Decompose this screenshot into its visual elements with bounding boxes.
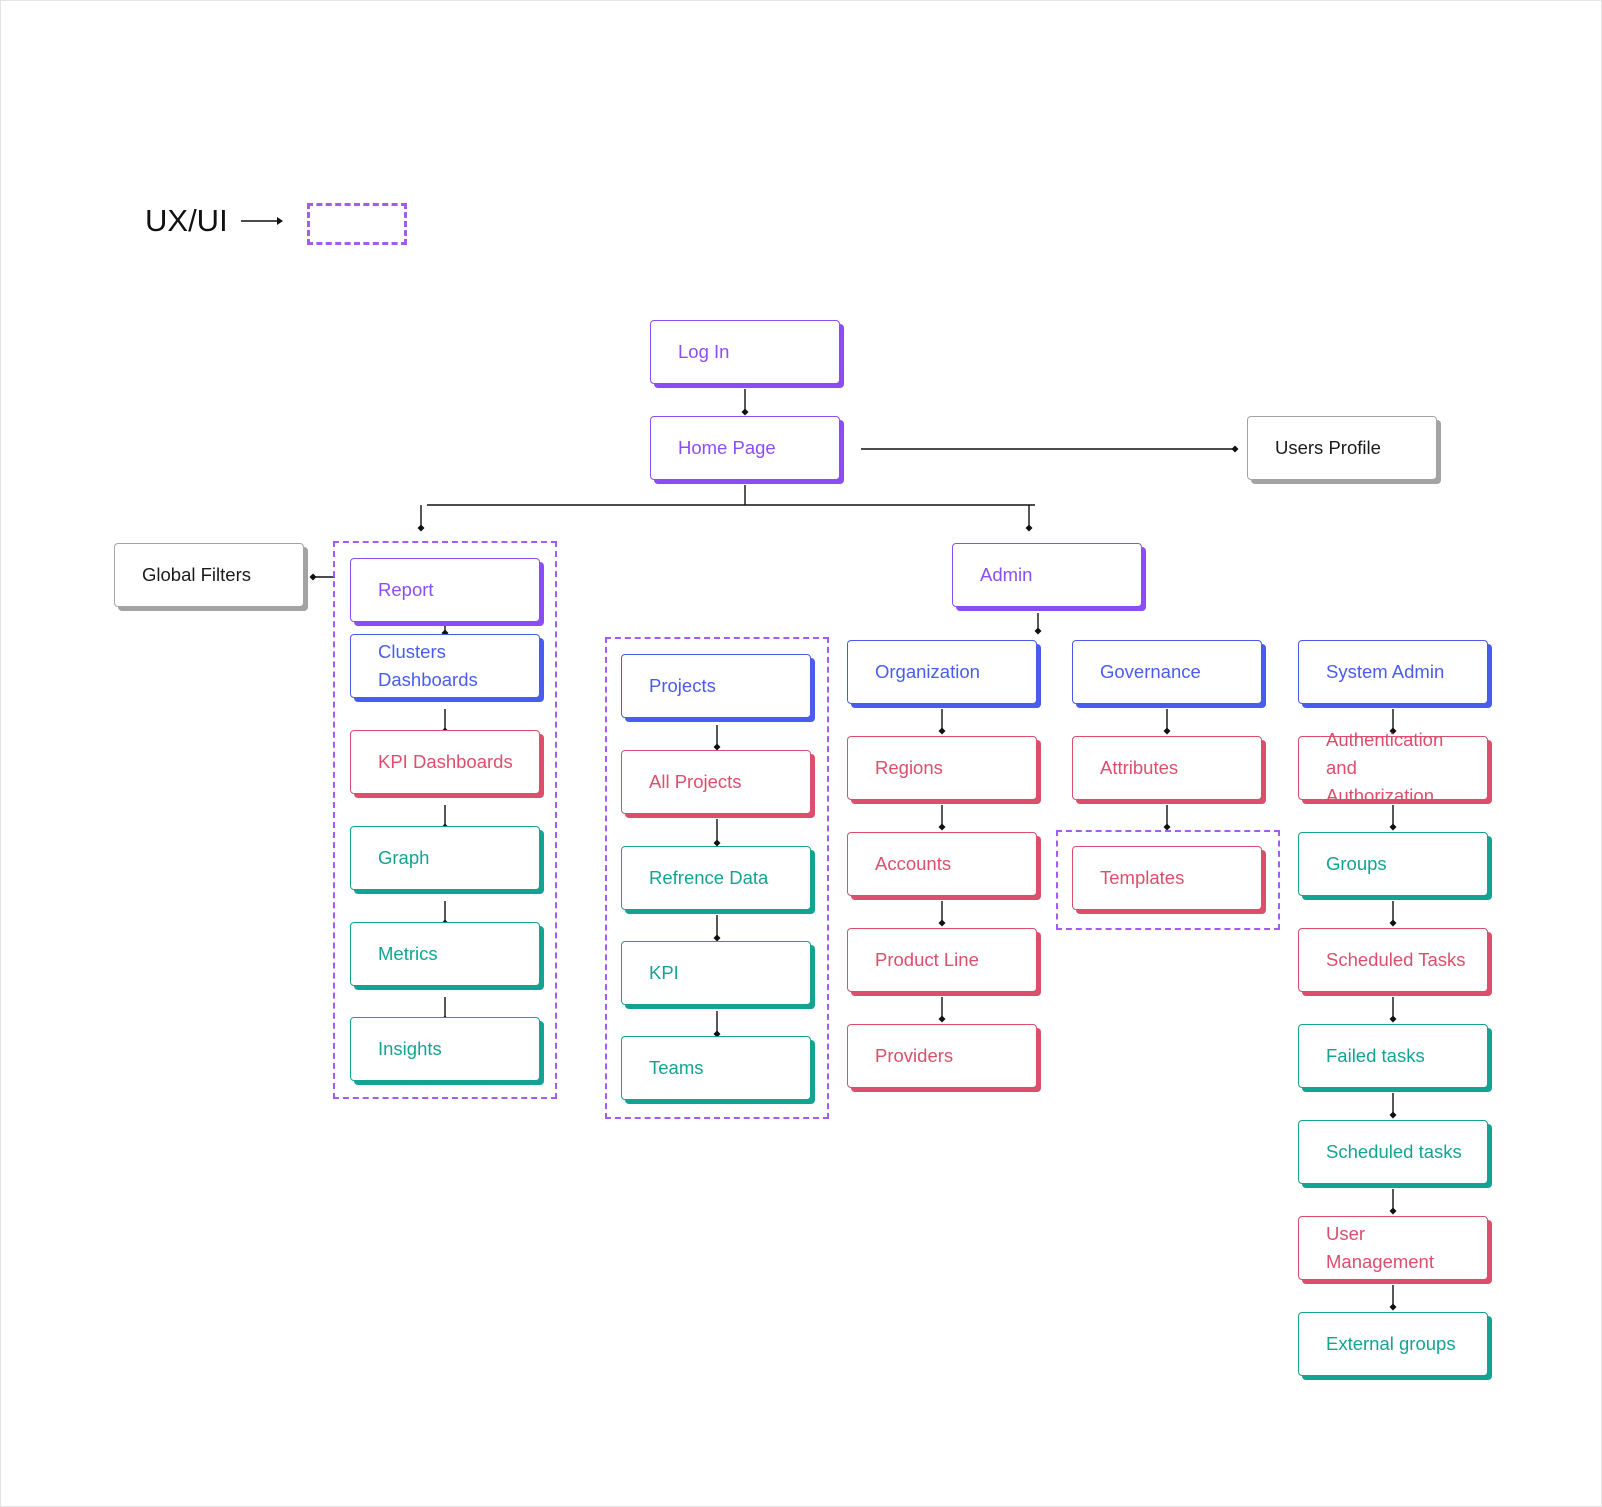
node-label: System Admin <box>1326 661 1445 682</box>
node-attributes[interactable]: Attributes <box>1072 736 1262 800</box>
node-clusters-dashboards[interactable]: Clusters Dashboards <box>350 634 540 698</box>
node-label: Clusters Dashboards <box>378 641 478 690</box>
legend-arrow-icon <box>241 217 283 225</box>
node-kpi-dashboards[interactable]: KPI Dashboards <box>350 730 540 794</box>
node-log-in[interactable]: Log In <box>650 320 840 384</box>
node-label: Scheduled tasks <box>1326 1141 1462 1162</box>
node-label: All Projects <box>649 771 742 792</box>
node-scheduled-tasks-2[interactable]: Scheduled tasks <box>1298 1120 1488 1184</box>
node-label: Organization <box>875 661 980 682</box>
node-external-groups[interactable]: External groups <box>1298 1312 1488 1376</box>
node-label: User Management <box>1326 1223 1434 1272</box>
node-global-filters[interactable]: Global Filters <box>114 543 304 607</box>
node-label: Log In <box>678 341 730 362</box>
node-refrence-data[interactable]: Refrence Data <box>621 846 811 910</box>
node-label: External groups <box>1326 1333 1456 1354</box>
node-home-page[interactable]: Home Page <box>650 416 840 480</box>
node-insights[interactable]: Insights <box>350 1017 540 1081</box>
node-label: Report <box>378 579 434 600</box>
node-label: Accounts <box>875 853 952 874</box>
node-groups[interactable]: Groups <box>1298 832 1488 896</box>
node-label: Templates <box>1100 867 1185 888</box>
legend-label: UX/UI <box>145 203 228 238</box>
node-system-admin[interactable]: System Admin <box>1298 640 1488 704</box>
node-templates[interactable]: Templates <box>1072 846 1262 910</box>
node-governance[interactable]: Governance <box>1072 640 1262 704</box>
node-label: Teams <box>649 1057 704 1078</box>
node-label: Scheduled Tasks <box>1326 949 1466 970</box>
node-label: KPI <box>649 962 679 983</box>
node-all-projects[interactable]: All Projects <box>621 750 811 814</box>
node-regions[interactable]: Regions <box>847 736 1037 800</box>
node-kpi[interactable]: KPI <box>621 941 811 1005</box>
node-report[interactable]: Report <box>350 558 540 622</box>
legend-dashed-swatch <box>307 203 407 245</box>
node-label: Refrence Data <box>649 867 769 888</box>
node-label: Projects <box>649 675 716 696</box>
node-graph[interactable]: Graph <box>350 826 540 890</box>
node-label: Users Profile <box>1275 437 1381 458</box>
node-metrics[interactable]: Metrics <box>350 922 540 986</box>
node-label: Product Line <box>875 949 979 970</box>
node-label: KPI Dashboards <box>378 751 513 772</box>
node-label: Failed tasks <box>1326 1045 1425 1066</box>
node-label: Global Filters <box>142 564 251 585</box>
node-label: Providers <box>875 1045 954 1066</box>
node-failed-tasks[interactable]: Failed tasks <box>1298 1024 1488 1088</box>
node-label: Insights <box>378 1038 442 1059</box>
node-label: Governance <box>1100 661 1201 682</box>
node-projects[interactable]: Projects <box>621 654 811 718</box>
node-admin[interactable]: Admin <box>952 543 1142 607</box>
node-product-line[interactable]: Product Line <box>847 928 1037 992</box>
node-label: Home Page <box>678 437 776 458</box>
node-label: Metrics <box>378 943 438 964</box>
uxui-group-report <box>333 541 557 1099</box>
node-scheduled-tasks[interactable]: Scheduled Tasks <box>1298 928 1488 992</box>
node-teams[interactable]: Teams <box>621 1036 811 1100</box>
node-authentication[interactable]: Authentication and Authorization <box>1298 729 1488 806</box>
node-label: Admin <box>980 564 1033 585</box>
uxui-group-projects <box>605 637 829 1119</box>
node-users-profile[interactable]: Users Profile <box>1247 416 1437 480</box>
node-label: Regions <box>875 757 943 778</box>
node-accounts[interactable]: Accounts <box>847 832 1037 896</box>
uxui-group-templates <box>1056 830 1280 930</box>
node-label: Groups <box>1326 853 1387 874</box>
node-providers[interactable]: Providers <box>847 1024 1037 1088</box>
node-label: Attributes <box>1100 757 1179 778</box>
node-label: Graph <box>378 847 430 868</box>
node-label: Authentication and Authorization <box>1326 729 1444 806</box>
node-organization[interactable]: Organization <box>847 640 1037 704</box>
node-user-management[interactable]: User Management <box>1298 1216 1488 1280</box>
